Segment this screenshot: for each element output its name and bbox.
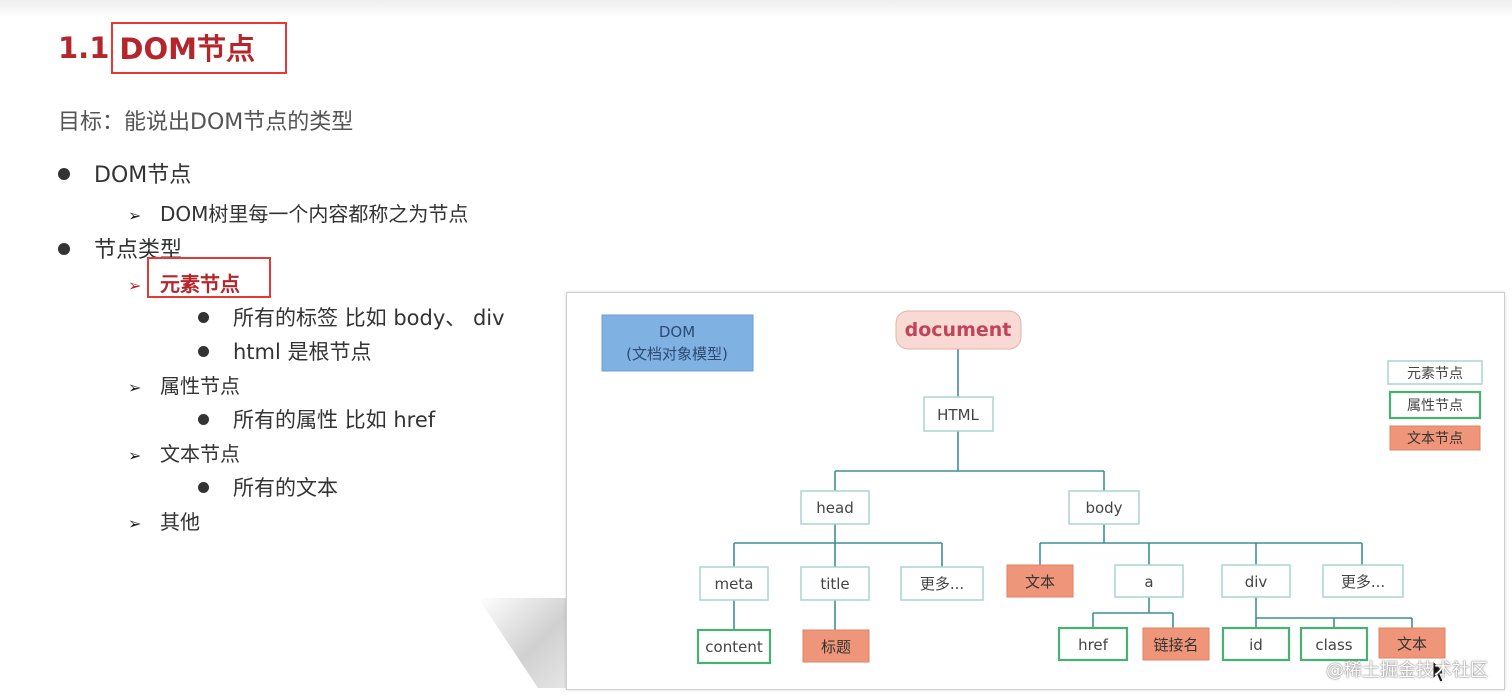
title-number: 1.1 [58,31,110,65]
connector-lines [733,349,1413,630]
bullet-dom-nodes: DOM节点 [58,157,191,189]
element-node-highlight [147,257,271,298]
arrow-icon: ➢ [128,206,142,225]
node-title-label: title [820,575,849,593]
point-label: 所有的标签 比如 body、 div [233,306,505,330]
bullet-dot [198,413,209,425]
point-all-text: 所有的文本 [198,472,338,502]
node-text2 [1378,627,1446,659]
arrow-icon: ➢ [128,446,142,465]
bullet-dot [198,311,209,323]
node-more2 [1322,564,1404,598]
legend-text-label: 文本节点 [1407,431,1463,447]
node-more2-label: 更多... [1341,573,1385,591]
node-href-label: href [1078,636,1109,654]
legend-element-label: 元素节点 [1407,366,1463,382]
dom-tree-svg: DOM (文档对象模型) document HTML head body met… [601,310,1483,683]
node-text1-label: 文本 [1025,573,1055,591]
diagram-shadow [478,598,578,688]
bullet-dot [58,168,70,180]
node-linkname [1142,627,1210,661]
node-body [1068,490,1140,525]
node-biaoti [802,629,870,663]
sub-bullet-label: 其他 [160,510,200,534]
sub-bullet-attr-node: ➢ 属性节点 [128,370,240,399]
node-class-label: class [1315,636,1352,654]
node-text1 [1006,564,1074,598]
node-content-label: content [705,638,763,656]
legend-element [1387,360,1483,385]
point-label: 所有的文本 [233,476,338,500]
node-document-label: document [905,319,1012,341]
node-linkname-label: 链接名 [1153,636,1198,654]
arrow-icon: ➢ [128,378,142,397]
legend-attribute [1388,390,1482,420]
dom-label-line2: (文档对象模型) [626,345,728,363]
point-label: html 是根节点 [233,340,372,364]
sub-bullet-text-node: ➢ 文本节点 [128,438,240,467]
node-div-label: div [1245,573,1268,591]
legend-text [1389,425,1481,451]
node-title [800,566,870,601]
point-all-attrs: 所有的属性 比如 href [198,404,435,434]
mouse-cursor-icon [1432,659,1448,683]
top-band [0,0,1512,18]
sub-bullet-label: 属性节点 [160,374,240,398]
node-content [696,628,772,665]
node-head [800,490,870,525]
bullet-dot [198,481,209,493]
node-more1-label: 更多... [920,575,964,593]
node-meta-label: meta [715,575,754,593]
bullet-dot [198,345,209,357]
dom-label-line1: DOM [659,323,695,341]
arrow-icon: ➢ [128,276,142,295]
node-href [1057,626,1129,662]
point-html-root: html 是根节点 [198,336,372,366]
sub-bullet-element-node: ➢ 元素节点 [128,268,240,297]
dom-tree-diagram: DOM (文档对象模型) document HTML head body met… [566,292,1505,690]
node-a [1114,564,1184,598]
node-id [1221,626,1291,662]
node-id-label: id [1249,636,1263,654]
node-document [895,310,1022,350]
node-div [1221,564,1291,598]
node-html-label: HTML [937,406,979,424]
sub-bullet-label: DOM树里每一个内容都称之为节点 [160,202,469,226]
node-a-label: a [1144,573,1153,591]
node-html [923,396,994,432]
title-highlight: DOM节点 [111,22,287,74]
goal-text: 目标：能说出DOM节点的类型 [58,110,354,135]
node-body-label: body [1085,499,1122,517]
point-all-tags: 所有的标签 比如 body、 div [198,302,505,332]
bullet-dot [58,243,70,255]
dom-label-box [601,314,754,372]
sub-bullet-label: 元素节点 [160,272,240,296]
sub-bullet-other: ➢ 其他 [128,506,200,535]
node-meta [699,566,769,601]
node-class [1299,626,1369,662]
sub-bullet-label: 文本节点 [160,442,240,466]
node-text2-label: 文本 [1397,635,1427,653]
node-head-label: head [816,499,853,517]
node-biaoti-label: 标题 [821,638,851,656]
bullet-label: DOM节点 [94,163,192,188]
arrow-icon: ➢ [128,514,142,533]
legend-attribute-label: 属性节点 [1407,398,1463,414]
point-label: 所有的属性 比如 href [233,408,436,432]
node-more1 [900,566,984,601]
sub-bullet-dom-desc: ➢ DOM树里每一个内容都称之为节点 [128,198,468,227]
watermark: @稀土掘金技术社区 [1326,660,1488,681]
